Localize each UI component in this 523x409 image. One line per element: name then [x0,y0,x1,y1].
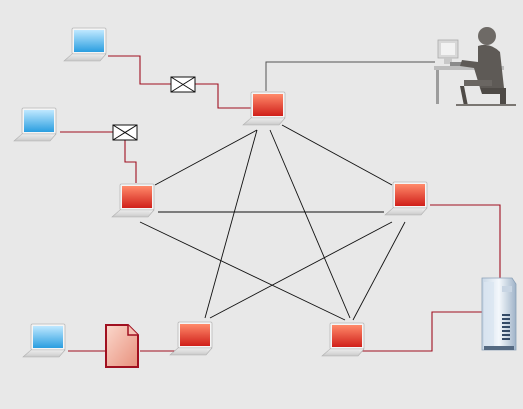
link-hub-right-server [430,204,501,280]
server[interactable] [481,277,517,351]
blue-laptop-icon [13,107,57,142]
server-tower-icon [481,277,517,351]
access-links [60,55,501,352]
hub-laptop-left[interactable] [111,183,155,218]
link-envelope-hub-left [124,140,137,183]
blue-laptop-icon [22,323,66,358]
link-hub-top-person [265,61,435,91]
red-laptop-icon [321,322,365,357]
client-laptop-bottom[interactable] [22,323,66,358]
document[interactable] [105,324,139,368]
envelope-icon [170,76,196,93]
client-laptop-middle[interactable] [13,107,57,142]
mesh-links [139,124,406,321]
link-client-top-envelope [108,55,171,85]
person-at-computer-icon [434,27,516,106]
envelope-middle[interactable] [112,124,138,141]
client-laptop-top[interactable] [63,27,107,62]
mesh-link [139,221,346,321]
mesh-link [204,129,258,319]
link-hub-bottom-right-server [362,311,482,352]
envelope-top[interactable] [170,76,196,93]
red-laptop-icon [384,181,428,216]
mesh-link [209,221,393,319]
envelope-icon [112,124,138,141]
mesh-link [269,129,351,319]
red-laptop-icon [111,183,155,218]
link-envelope-hub-top [195,83,252,109]
mesh-link [281,124,393,186]
hub-laptop-bottom-right[interactable] [321,322,365,357]
blue-laptop-icon [63,27,107,62]
person[interactable] [434,27,516,106]
hub-laptop-right[interactable] [384,181,428,216]
mesh-link [352,221,406,321]
hub-laptop-bottom-left[interactable] [169,321,213,356]
document-icon [105,324,139,368]
mesh-link [154,129,258,186]
red-laptop-icon [169,321,213,356]
